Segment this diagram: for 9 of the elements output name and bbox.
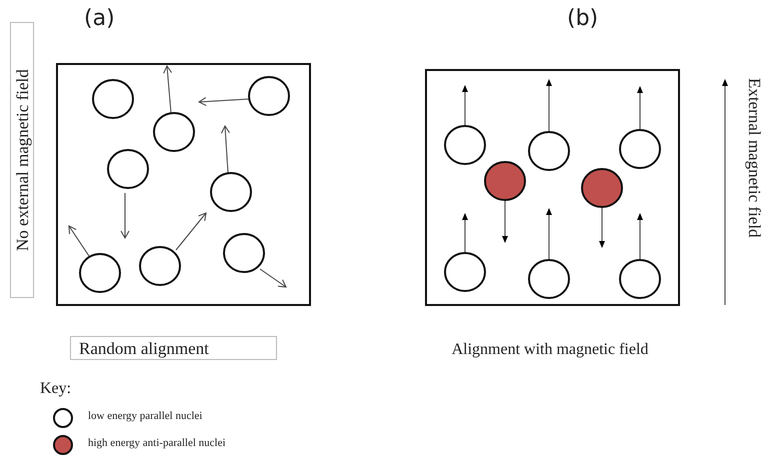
legend-title: Key: [40,380,72,398]
caption-label: Alignment with magnetic field [450,341,650,359]
panel-label: (b) [567,6,598,31]
axis-label: External magnetic field [744,78,764,238]
axis-label: No external magnetic field [10,22,34,298]
legend-label: high energy anti-parallel nuclei [88,437,226,449]
legend-label: low energy parallel nuclei [88,410,202,422]
panel-label: (a) [84,6,115,31]
caption-label: Random alignment [70,336,277,360]
